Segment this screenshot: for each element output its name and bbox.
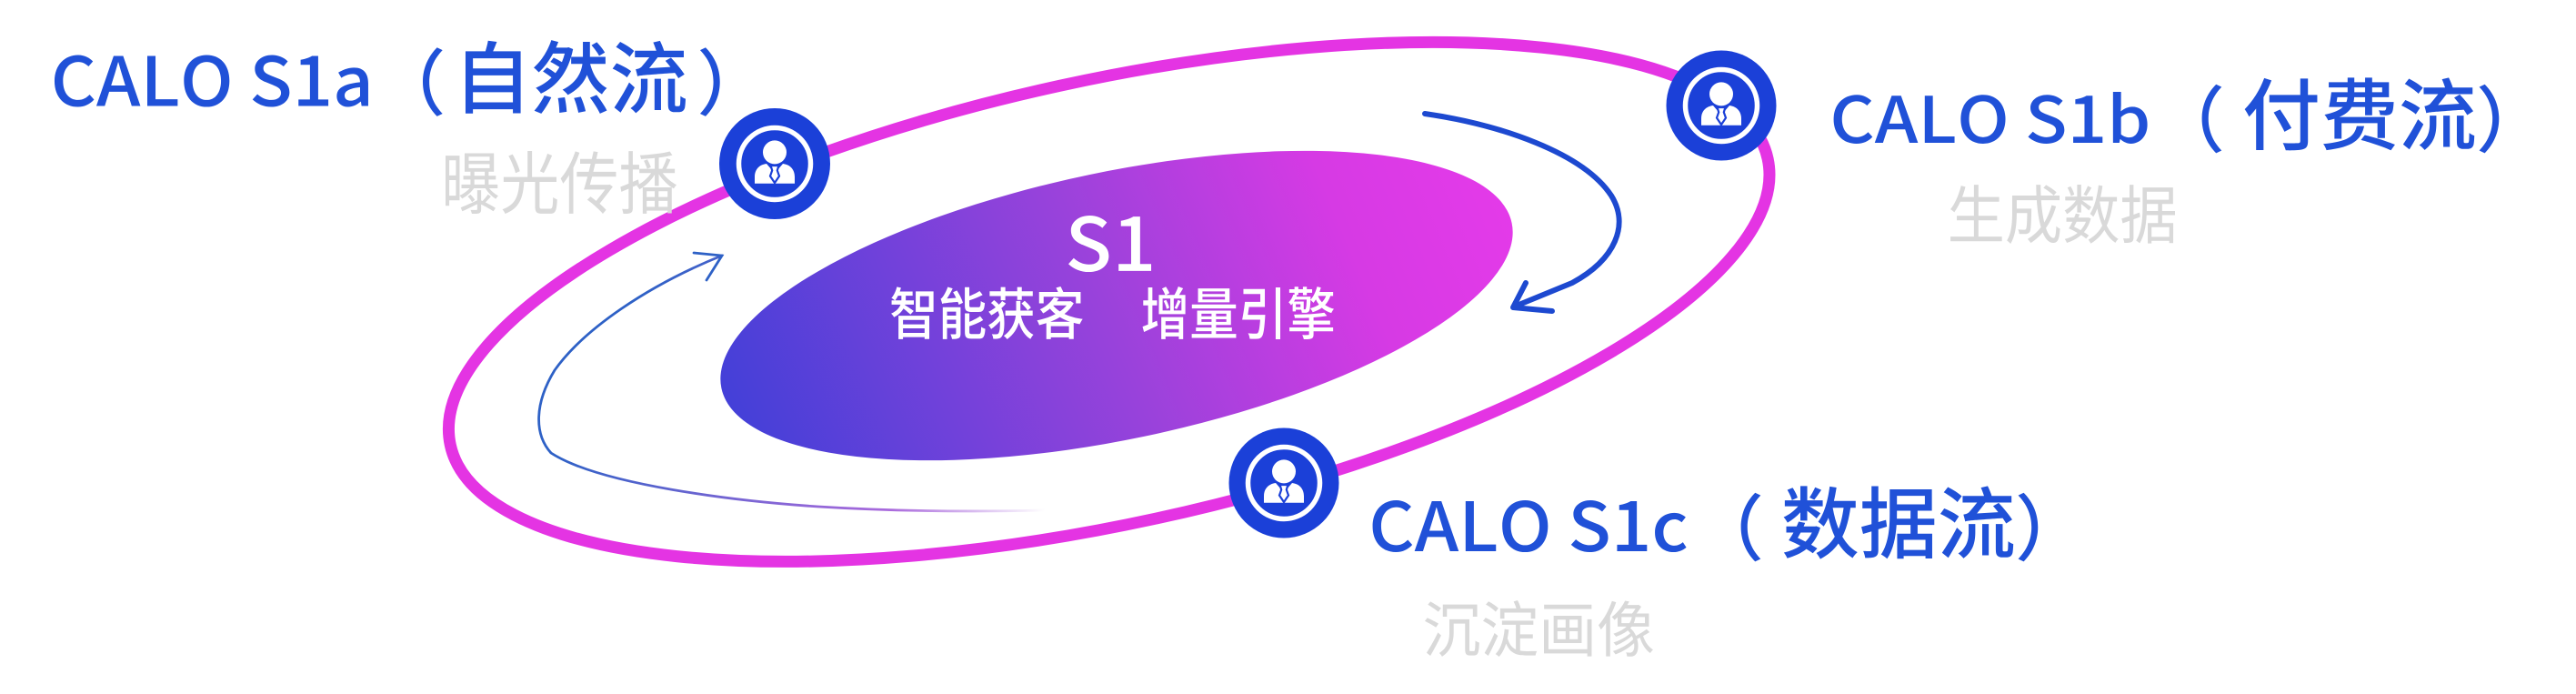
node-title-s1b-cjk-glyphs [2201,77,2500,154]
node-title-s1a [54,40,720,116]
node-icon-s1b [1666,50,1777,161]
flow-arrow-left-head [692,251,725,282]
core-subtitle-right-glyphs [1142,287,1334,340]
flow-arrow-right-head [1510,280,1555,314]
node-label-s1a-glyphs [446,151,677,215]
node-label-s1c-glyphs [1425,600,1654,658]
core-ellipse [720,150,1513,461]
icon-ring [1245,444,1323,522]
node-title-s1c-latin-glyphs [1372,500,1687,553]
node-label-s1c [1425,600,1654,658]
core-subtitle [891,287,1334,340]
orbit-ring [442,35,1776,568]
node-title-s1c [1372,486,2039,562]
node-title-s1a-latin-glyphs [54,55,368,107]
node-title-s1b [1833,77,2500,154]
core-title-glyphs [1068,216,1152,273]
core-subtitle-left-glyphs [891,287,1083,340]
icon-ring [736,125,814,203]
node-label-s1b [1950,184,2176,244]
node-title-s1c-cjk-glyphs [1740,486,2039,562]
node-label-s1a [446,151,677,215]
flow-arrow-left [537,251,1047,513]
node-title-s1b-latin-glyphs [1833,91,2148,144]
flow-arrow-right-shaft [1422,111,1622,308]
flow-arrow-right [1422,111,1622,314]
core-title [1068,216,1152,273]
node-icon-s1c [1228,427,1339,538]
node-icon-s1a [719,108,830,219]
icon-ring [1682,66,1760,145]
node-title-s1a-cjk-glyphs [423,40,720,116]
node-label-s1b-glyphs [1950,184,2176,244]
flow-arrow-left-shaft [537,254,1047,513]
